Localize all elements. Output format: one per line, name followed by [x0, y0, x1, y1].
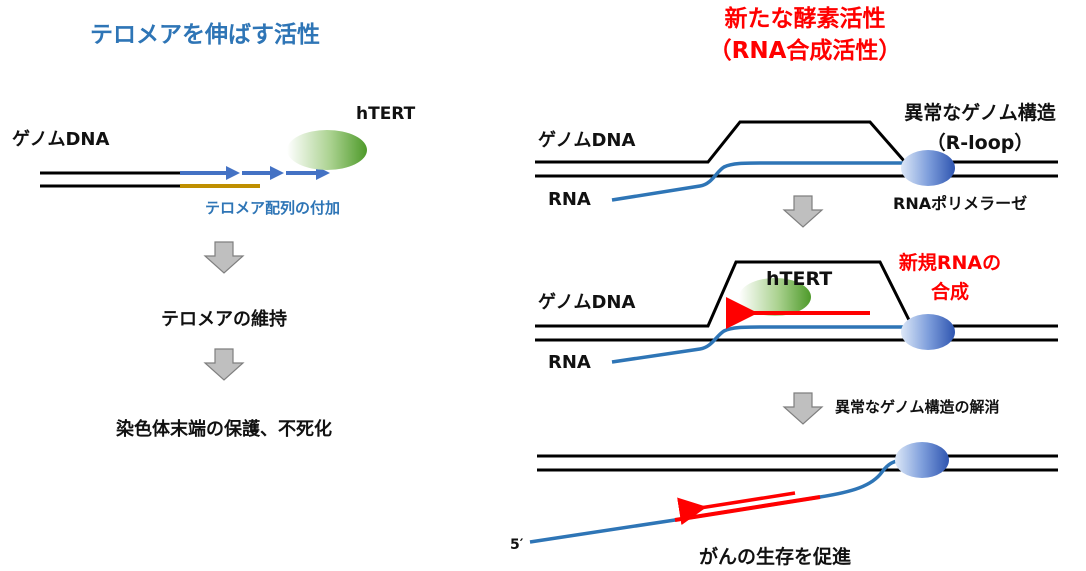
panel2-rna-label: RNA [548, 352, 591, 373]
panel1-rna-strand [611, 161, 915, 202]
panel2-genome-dna-label: ゲノムDNA [538, 292, 636, 313]
panel3-rna-strand [529, 458, 906, 544]
left-hTERT-label: hTERT [356, 104, 416, 124]
panel1-rna-label: RNA [548, 189, 591, 210]
rna-polymerase-shape [895, 442, 949, 478]
down-arrow-icon [203, 348, 245, 381]
panel3-genome-dna [537, 454, 1058, 472]
down-arrow-icon [782, 392, 824, 425]
right-title-line1: 新たな酵素活性 [724, 6, 886, 32]
down-arrow-icon [782, 195, 824, 228]
telomere-addition-label: テロメア配列の付加 [205, 199, 341, 217]
telomere-maintenance-label: テロメアの維持 [161, 309, 287, 330]
panel2-rna-strand [611, 325, 915, 364]
left-genome-dna [40, 171, 260, 188]
left-genome-dna-label: ゲノムDNA [12, 129, 110, 150]
right-title-line2: （RNA合成活性） [708, 38, 902, 64]
new-rna-label-line2: 合成 [930, 281, 969, 303]
rna-polymerase-label: RNAポリメラーゼ [893, 194, 1028, 213]
r-loop-label-line2: （R-loop） [926, 132, 1034, 154]
rna-polymerase-shape [901, 314, 955, 350]
structure-resolution-label: 異常なゲノム構造の解消 [835, 398, 1000, 416]
panel1-genome-dna-label: ゲノムDNA [538, 130, 636, 151]
new-rna-label-line1: 新規RNAの [898, 252, 1002, 274]
panel3-synthesis-arrow [677, 491, 796, 526]
rna-polymerase-shape [901, 150, 955, 186]
five-prime-label: 5′ [510, 537, 524, 553]
hTERT-enzyme-shape [287, 130, 367, 170]
panel2-hTERT-label: hTERT [766, 268, 833, 290]
telomere-addition-arrows [180, 166, 330, 180]
down-arrow-icon [203, 241, 245, 274]
chromosome-protection-label: 染色体末端の保護、不死化 [116, 419, 332, 440]
conclusion-label: がんの生存を促進 [698, 546, 851, 568]
r-loop-label-line1: 異常なゲノム構造 [904, 102, 1056, 124]
left-title: テロメアを伸ばす活性 [90, 22, 320, 48]
